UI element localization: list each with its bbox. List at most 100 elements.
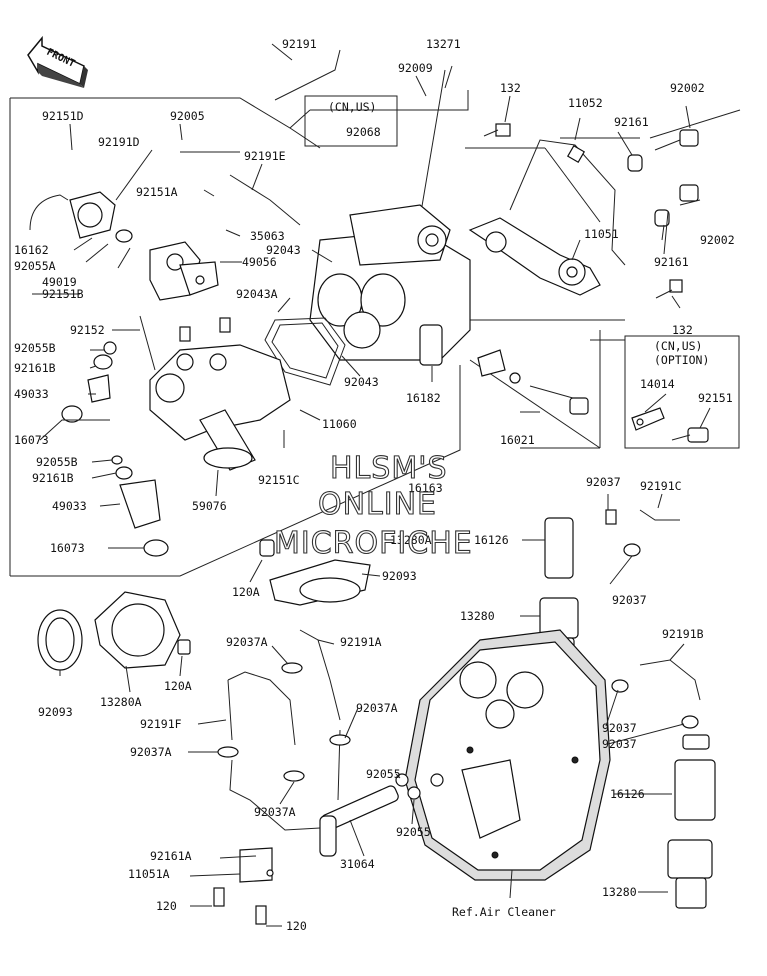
label-92005: 92005 bbox=[170, 109, 205, 123]
intake-manifold bbox=[149, 317, 291, 471]
label-92191D: 92191D bbox=[98, 135, 140, 149]
idle-screw bbox=[477, 349, 589, 415]
label-16162: 16162 bbox=[14, 243, 49, 257]
part-labels: 92191 13271 92009 132 92002 (CN,US) 1105… bbox=[14, 37, 735, 933]
label-16126a: 16126 bbox=[474, 533, 509, 547]
label-49033b: 49033 bbox=[52, 499, 87, 513]
label-35063: 35063 bbox=[250, 229, 285, 243]
label-92055B: 92055B bbox=[14, 341, 56, 355]
front-direction-arrow: FRONT bbox=[27, 35, 88, 88]
label-16126b: 16126 bbox=[610, 787, 645, 801]
label-49019: 49019 bbox=[42, 275, 77, 289]
label-11051A: 11051A bbox=[128, 867, 170, 881]
label-16163: 16163 bbox=[408, 481, 443, 495]
label-92161b: 92161 bbox=[654, 255, 689, 269]
label-92009: 92009 bbox=[398, 61, 433, 75]
label-92055B2: 92055B bbox=[36, 455, 78, 469]
label-92037c: 92037 bbox=[602, 721, 637, 735]
flange-left bbox=[37, 591, 191, 671]
label-92191: 92191 bbox=[282, 37, 317, 51]
label-92068: 92068 bbox=[346, 125, 381, 139]
label-59076: 59076 bbox=[192, 499, 227, 513]
hoses bbox=[139, 49, 701, 831]
label-92037Ac: 92037A bbox=[356, 701, 398, 715]
label-92191C: 92191C bbox=[640, 479, 682, 493]
label-13280A2: 13280A bbox=[100, 695, 142, 709]
label-option: (OPTION) bbox=[654, 353, 709, 367]
label-92037Aa: 92037A bbox=[226, 635, 268, 649]
label-92161a: 92161 bbox=[614, 115, 649, 129]
air-cleaner-base bbox=[404, 629, 611, 881]
label-16021: 16021 bbox=[500, 433, 535, 447]
pressure-regulator bbox=[29, 191, 219, 301]
label-13280b: 13280 bbox=[602, 885, 637, 899]
label-92151B: 92151B bbox=[42, 287, 84, 301]
label-92043a: 92043 bbox=[266, 243, 301, 257]
label-92191A: 92191A bbox=[340, 635, 382, 649]
flange-center bbox=[269, 559, 371, 606]
label-92055A: 92055A bbox=[14, 259, 56, 273]
label-92043A: 92043A bbox=[236, 287, 278, 301]
label-92002b: 92002 bbox=[700, 233, 735, 247]
label-49033a: 49033 bbox=[14, 387, 49, 401]
label-ref-air: Ref.Air Cleaner bbox=[452, 905, 556, 919]
label-120Ab: 120A bbox=[164, 679, 192, 693]
watermark-line2: ONLINE bbox=[318, 487, 437, 522]
label-92037Ad: 92037A bbox=[254, 805, 296, 819]
label-92037b: 92037 bbox=[612, 593, 647, 607]
watermark-line1: HLSM'S bbox=[330, 451, 448, 486]
label-92037d: 92037 bbox=[602, 737, 637, 751]
outline-frames bbox=[9, 69, 741, 577]
label-92037Ab: 92037A bbox=[130, 745, 172, 759]
label-92161B2: 92161B bbox=[32, 471, 74, 485]
label-120Aa: 120A bbox=[232, 585, 260, 599]
label-92093b: 92093 bbox=[38, 705, 73, 719]
label-92161A: 92161A bbox=[150, 849, 192, 863]
label-11060: 11060 bbox=[322, 417, 357, 431]
label-92002a: 92002 bbox=[670, 81, 705, 95]
label-13271: 13271 bbox=[426, 37, 461, 51]
label-92055b: 92055 bbox=[396, 825, 431, 839]
label-92151A: 92151A bbox=[136, 185, 178, 199]
label-cnus-b: (CN,US) bbox=[654, 339, 702, 353]
label-16182: 16182 bbox=[406, 391, 441, 405]
label-16073b: 16073 bbox=[50, 541, 85, 555]
fuel-pump-right bbox=[667, 734, 716, 909]
label-14014: 14014 bbox=[640, 377, 675, 391]
throttle-linkage bbox=[468, 139, 626, 296]
label-92055a: 92055 bbox=[366, 767, 401, 781]
label-92151C: 92151C bbox=[258, 473, 300, 487]
gasket bbox=[264, 317, 346, 386]
label-92191B: 92191B bbox=[662, 627, 704, 641]
watermark-line3: MICROFICHE bbox=[274, 526, 473, 561]
label-92151D: 92151D bbox=[42, 109, 84, 123]
label-92151c: 92151 bbox=[698, 391, 733, 405]
option-parts bbox=[631, 407, 709, 443]
label-92152: 92152 bbox=[70, 323, 105, 337]
label-13280A: 13280A bbox=[390, 533, 432, 547]
label-13280a: 13280 bbox=[460, 609, 495, 623]
right-bolts bbox=[483, 123, 701, 299]
label-132a: 132 bbox=[500, 81, 521, 95]
label-cnus-a: (CN,US) bbox=[328, 100, 376, 114]
label-132b: 132 bbox=[672, 323, 693, 337]
label-11052: 11052 bbox=[568, 96, 603, 110]
label-11051: 11051 bbox=[584, 227, 619, 241]
label-31064: 31064 bbox=[340, 857, 375, 871]
hose-clamps bbox=[217, 543, 699, 800]
label-49056: 49056 bbox=[242, 255, 277, 269]
fuel-rail bbox=[213, 785, 399, 925]
fuel-injectors bbox=[61, 341, 275, 557]
leader-lines bbox=[32, 43, 711, 927]
label-92043b: 92043 bbox=[344, 375, 379, 389]
label-16073a: 16073 bbox=[14, 433, 49, 447]
label-120b: 120 bbox=[286, 919, 307, 933]
label-120a: 120 bbox=[156, 899, 177, 913]
label-92161B: 92161B bbox=[14, 361, 56, 375]
throttle-body bbox=[309, 204, 471, 366]
watermark: HLSM'S ONLINE MICROFICHE bbox=[273, 450, 473, 561]
label-92037a: 92037 bbox=[586, 475, 621, 489]
label-92093a: 92093 bbox=[382, 569, 417, 583]
label-92191E: 92191E bbox=[244, 149, 286, 163]
